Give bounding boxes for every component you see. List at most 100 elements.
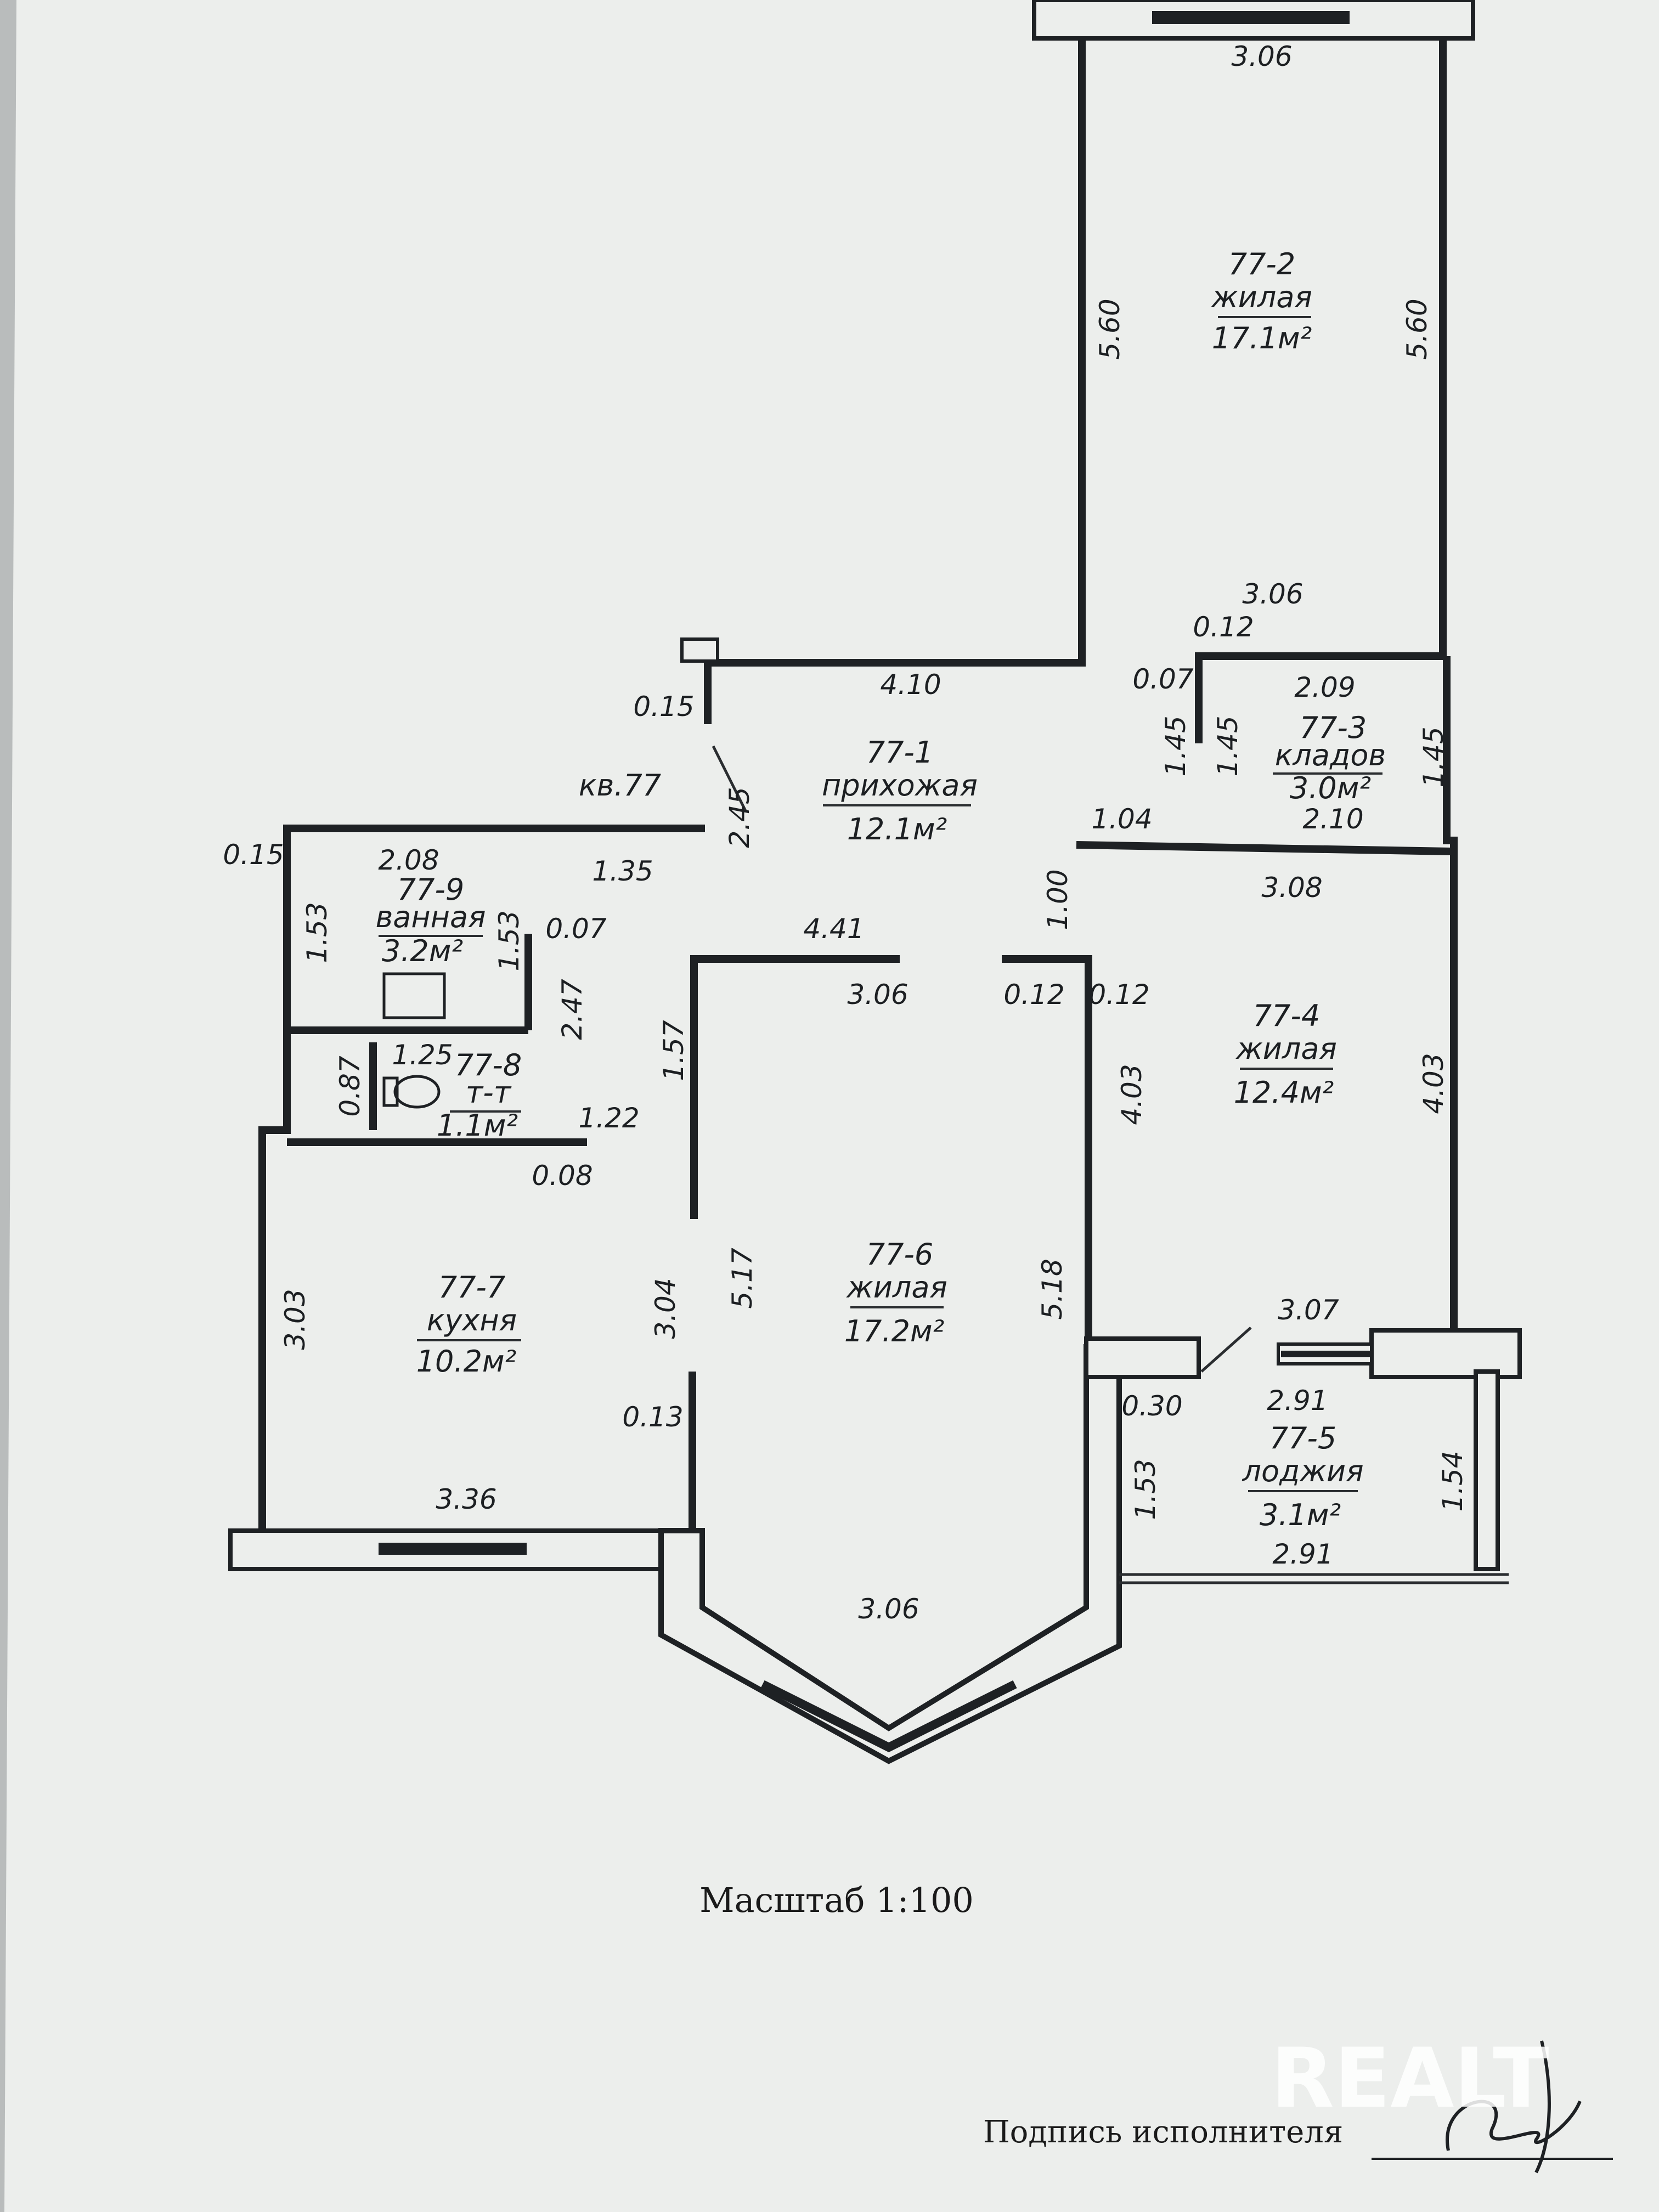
dim-label: 3.06 (847, 979, 908, 1011)
dim-label: 2.47 (556, 979, 588, 1040)
room-77-7-id: 77-7 (438, 1270, 506, 1305)
wall-right-outer (1443, 656, 1458, 1339)
room-77-1-id: 77-1 (866, 735, 934, 770)
room-77-9-name: ванная (375, 900, 486, 934)
dim-label: 1.57 (658, 1020, 690, 1081)
room-77-3-name: кладов (1275, 738, 1386, 772)
room-77-2-id: 77-2 (1228, 247, 1296, 281)
kitchen-window (379, 1543, 527, 1555)
room-77-7-area: 10.2м² (416, 1344, 517, 1379)
wall-storage-bottom (1076, 841, 1452, 855)
dim-label: 0.13 (622, 1401, 683, 1433)
room-77-1-name: прихожая (822, 768, 978, 803)
room-77-4-area: 12.4м² (1234, 1075, 1334, 1110)
dim-label: 3.08 (1261, 872, 1322, 904)
dim-label: 3.06 (1242, 578, 1303, 610)
wall-77-2-left (704, 38, 1086, 724)
dim-label: 1.53 (301, 902, 333, 963)
bay-window-glass (760, 1680, 1017, 1752)
dim-label: 5.18 (1036, 1259, 1068, 1319)
room-77-6-name: жилая (845, 1270, 947, 1305)
dim-label: 1.22 (578, 1102, 639, 1134)
top-window (1152, 11, 1350, 24)
room-77-6-area: 17.2м² (844, 1314, 945, 1348)
apartment-label: кв.77 (579, 768, 661, 803)
wall-77-4-left (1002, 955, 1092, 1339)
room-77-8-name: т-т (466, 1075, 512, 1110)
dim-label: 3.06 (858, 1593, 919, 1625)
dim-label: 1.45 (1160, 715, 1192, 776)
dim-label: 1.25 (392, 1039, 453, 1071)
room-77-3-id: 77-3 (1300, 710, 1367, 745)
dim-label: 4.03 (1418, 1053, 1449, 1114)
dim-label: 0.12 (1003, 979, 1064, 1011)
loggia-wall-end (1474, 1369, 1500, 1571)
dimension-labels: 3.06 5.60 5.60 3.06 0.12 0.07 4.10 2.09 … (223, 41, 1469, 1625)
partition-77-6 (690, 955, 900, 1219)
dim-label: 1.54 (1437, 1451, 1469, 1511)
dim-label: 2.45 (724, 787, 755, 848)
loggia-wall-left (1084, 1336, 1201, 1379)
toilet-icon (393, 1075, 441, 1109)
dim-label: 4.10 (880, 669, 941, 701)
room-77-9-id: 77-9 (397, 872, 465, 907)
handwritten-signature (1446, 2040, 1582, 2174)
dim-label: 4.41 (803, 913, 864, 945)
dim-label: 5.60 (1094, 298, 1126, 359)
dim-label: 3.04 (650, 1278, 681, 1339)
walls (228, 0, 1522, 1764)
dim-label: 2.09 (1294, 672, 1355, 703)
dim-label: 1.53 (1130, 1459, 1161, 1520)
door-loggia (1200, 1327, 1252, 1373)
room-77-8-area: 1.1м² (437, 1108, 518, 1143)
dim-label: 3.36 (436, 1483, 496, 1515)
room-77-5-name: лоджия (1242, 1454, 1363, 1488)
dim-label: 0.07 (1132, 663, 1194, 695)
room-77-1-area: 12.1м² (847, 812, 947, 847)
dim-label: 0.12 (1193, 611, 1254, 643)
room-77-9-area: 3.2м² (382, 934, 463, 968)
paper (4, 0, 1659, 2212)
dim-label: 5.17 (726, 1248, 758, 1309)
room-77-3-area: 3.0м² (1290, 771, 1371, 805)
dim-label: 3.07 (1278, 1294, 1339, 1326)
dim-label: 3.03 (279, 1289, 311, 1350)
dim-label: 1.45 (1418, 726, 1449, 787)
room-77-2-name: жилая (1210, 280, 1312, 314)
loggia-window (1281, 1351, 1372, 1357)
dim-label: 2.08 (378, 844, 439, 876)
realt-watermark: REALT (1271, 2031, 1549, 2126)
dim-label: 4.03 (1116, 1064, 1148, 1125)
dim-label: 1.53 (493, 910, 525, 971)
room-77-7-name: кухня (427, 1303, 517, 1338)
room-77-5-area: 3.1м² (1260, 1498, 1341, 1532)
room-77-6-id: 77-6 (866, 1237, 934, 1272)
room-77-5-id: 77-5 (1269, 1421, 1337, 1455)
dim-label: 1.45 (1212, 715, 1244, 776)
dim-label: 5.60 (1401, 298, 1433, 359)
dim-label: 1.35 (592, 855, 653, 887)
dim-label: 2.91 (1272, 1538, 1333, 1570)
dim-label: 2.91 (1267, 1385, 1328, 1417)
room-77-4-name: жилая (1235, 1031, 1337, 1066)
dim-label: 0.07 (545, 913, 607, 945)
dim-label: 0.87 (334, 1056, 366, 1117)
dim-label: 0.08 (532, 1160, 592, 1192)
dim-label: 0.15 (633, 691, 694, 723)
signature-caption: Подпись исполнителя (983, 2114, 1343, 2150)
dim-label: 0.30 (1121, 1390, 1182, 1422)
dim-label: 1.00 (1042, 869, 1074, 930)
wall-77-2-right (1195, 38, 1447, 743)
dim-label: 0.12 (1088, 979, 1149, 1011)
dim-label: 1.04 (1091, 803, 1152, 835)
room-77-4-id: 77-4 (1253, 998, 1321, 1033)
door-entrance (712, 745, 748, 813)
dim-label: 2.10 (1302, 803, 1363, 835)
scale-caption: Масштаб 1:100 (699, 1880, 974, 1920)
toilet-tank-icon (382, 1076, 399, 1107)
wall-left-outer (258, 825, 705, 1531)
dim-label: 0.15 (223, 839, 284, 871)
dim-label: 3.06 (1231, 41, 1292, 72)
